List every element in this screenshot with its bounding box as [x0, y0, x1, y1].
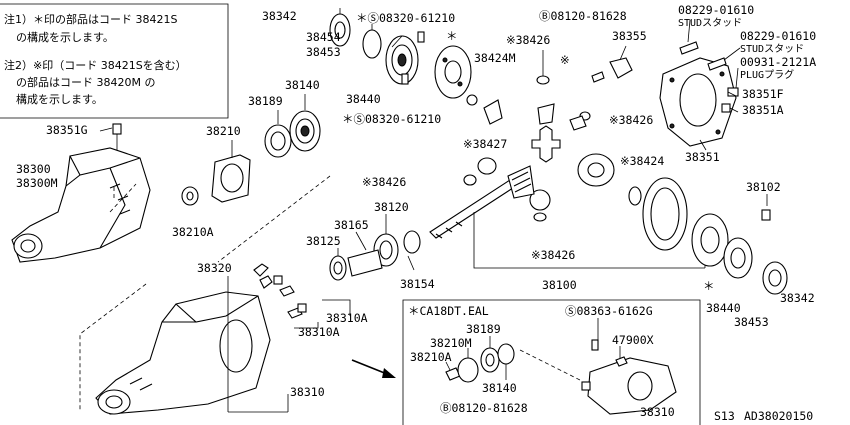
label-38342-top: 38342	[262, 9, 297, 23]
label-38320: 38320	[197, 261, 232, 275]
label-38189: 38189	[248, 94, 283, 108]
inset-label-38189: 38189	[466, 322, 501, 336]
pinion-mates	[463, 50, 642, 222]
label-38210A: 38210A	[172, 225, 214, 239]
label-stud1-name: STUDスタッド	[678, 17, 742, 29]
label-38102: 38102	[746, 180, 781, 194]
note2-line2: の部品はコード 38420M の	[16, 75, 155, 89]
label-stud2-name: STUDスタッド	[740, 43, 804, 55]
kome-mark-a: ※	[560, 53, 570, 67]
note2-line3: 構成を示します。	[16, 93, 103, 106]
drive-pinion	[329, 165, 535, 281]
label-38300: 38300	[16, 162, 51, 176]
label-38440-bot: 38440	[706, 301, 741, 315]
label-38454: 38454	[306, 30, 341, 44]
label-38453-bot: 38453	[734, 315, 769, 329]
inset-label-38210M: 38210M	[430, 336, 472, 350]
rear-housing-lower	[95, 184, 307, 415]
inset-label-47900X: 47900X	[612, 333, 654, 347]
dashed-leader-1	[79, 283, 147, 410]
label-38210: 38210	[206, 124, 241, 138]
arrow-to-inset	[351, 359, 396, 378]
label-38300M: 38300M	[16, 176, 58, 190]
notes-box: 注1）＊印の部品はコード 38421S の構成を示します。 注2）※印（コード …	[0, 3, 229, 119]
label-38310A-2: 38310A	[298, 325, 340, 339]
inset-label-bolt2: Ⓑ08120-81628	[440, 401, 528, 415]
label-38426-c: ※38426	[362, 175, 406, 189]
label-bolt-08120-top: Ⓑ08120-81628	[539, 9, 627, 23]
label-38355: 38355	[612, 29, 647, 43]
label-38100: 38100	[542, 278, 577, 292]
companion-flange-area	[181, 94, 321, 206]
label-38165: 38165	[334, 218, 369, 232]
label-38427: ※38427	[463, 137, 507, 151]
rear-cover	[591, 19, 741, 151]
ring-gear-group	[642, 177, 788, 295]
inset-label-38140: 38140	[482, 381, 517, 395]
label-38426-d: ※38426	[531, 248, 575, 262]
rear-housing-upper	[11, 123, 151, 263]
dashed-leader-2	[217, 175, 331, 263]
label-38140: 38140	[285, 78, 320, 92]
label-38351: 38351	[685, 150, 720, 164]
inset-box	[402, 299, 701, 425]
inset-label-38210A: 38210A	[410, 350, 452, 364]
note1-line2: の構成を示します。	[16, 31, 114, 44]
label-38351G: 38351G	[46, 123, 88, 137]
inset-bolt-label: Ⓢ08363-6162G	[565, 304, 653, 318]
label-38120: 38120	[374, 200, 409, 214]
label-38440-top: 38440	[346, 92, 381, 106]
label-38453-top: 38453	[306, 45, 341, 59]
label-38426-a: ※38426	[506, 33, 550, 47]
label-38351A: 38351A	[742, 103, 784, 117]
label-38426-b: ※38426	[609, 113, 653, 127]
dashed-leader-3	[109, 183, 137, 213]
label-38125: 38125	[306, 234, 341, 248]
label-38342-bot: 38342	[780, 291, 815, 305]
footer-page: S13	[714, 409, 735, 423]
label-38351F: 38351F	[742, 87, 784, 101]
label-38424M: 38424M	[474, 51, 516, 65]
label-38424: ※38424	[620, 154, 664, 168]
label-bolt-08320-mid: ＊Ⓢ08320-61210	[342, 112, 441, 126]
footer-code: AD38020150	[744, 409, 813, 423]
star-mark-2: ＊	[703, 279, 715, 293]
note2-line1: 注2）※印（コード 38421Sを含む）	[4, 58, 187, 72]
label-plug-name: PLUGプラグ	[740, 68, 794, 81]
label-stud2-code: 08229-01610	[740, 29, 816, 43]
label-stud1-code: 08229-01610	[678, 3, 754, 17]
label-38154: 38154	[400, 277, 435, 291]
upper-diff-group	[329, 8, 503, 125]
label-plug-code: 00931-2121A	[740, 55, 816, 69]
inset-title: ＊CA18DT.EAL	[408, 304, 489, 318]
star-mark: ＊	[446, 29, 458, 43]
note1-line1: 注1）＊印の部品はコード 38421S	[4, 12, 177, 26]
label-38310: 38310	[290, 385, 325, 399]
inset-label-38310: 38310	[640, 405, 675, 419]
bracket-38100	[473, 212, 705, 269]
label-38310A-1: 38310A	[326, 311, 368, 325]
label-bolt-08320-top: ＊Ⓢ08320-61210	[356, 11, 455, 25]
